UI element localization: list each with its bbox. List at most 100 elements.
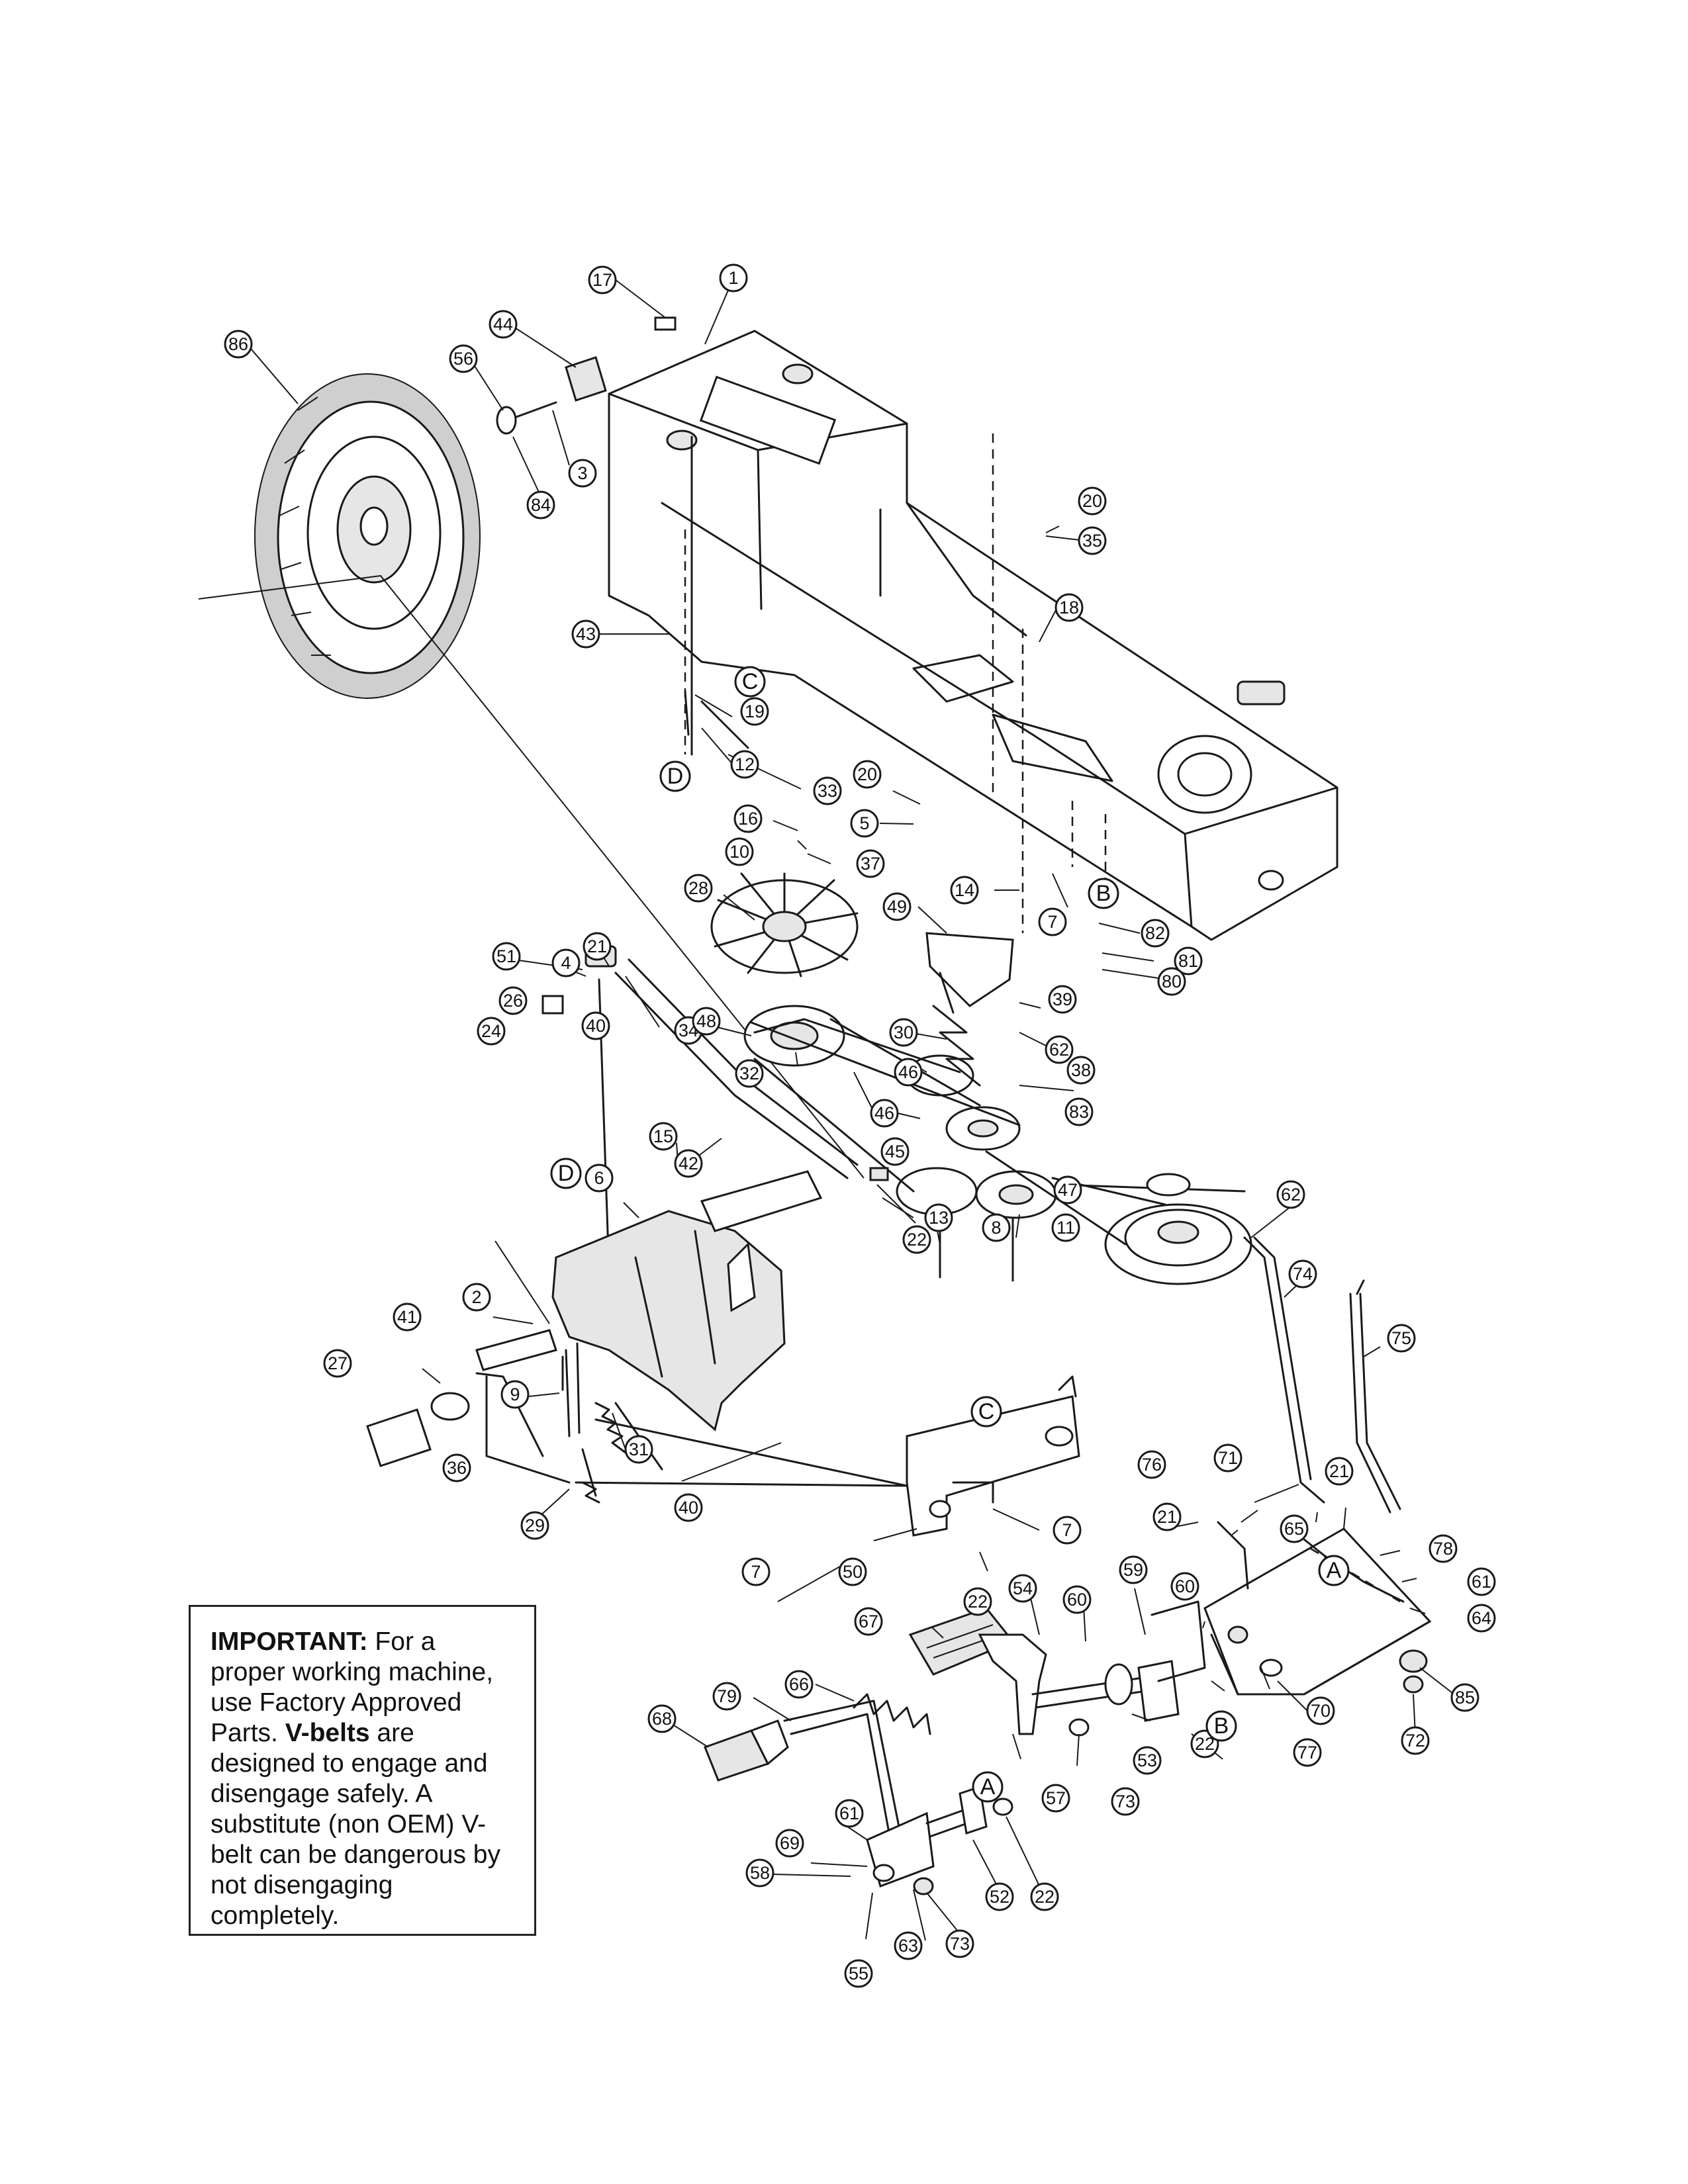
svg-text:18: 18 xyxy=(1059,598,1079,617)
svg-text:44: 44 xyxy=(493,314,513,334)
callout-51: 51 xyxy=(492,942,521,971)
callout-61-right: 61 xyxy=(1467,1567,1496,1596)
callout-71: 71 xyxy=(1213,1443,1243,1473)
callout-48: 48 xyxy=(692,1007,721,1036)
callout-60-right: 60 xyxy=(1170,1572,1199,1601)
callout-22-mid: 22 xyxy=(963,1587,992,1616)
transaxle xyxy=(366,1170,908,1504)
svg-text:36: 36 xyxy=(447,1458,467,1478)
callout-22-bottom: 22 xyxy=(1030,1882,1059,1911)
svg-text:86: 86 xyxy=(228,334,248,354)
callout-31: 31 xyxy=(624,1435,653,1464)
svg-text:40: 40 xyxy=(586,1016,606,1036)
svg-text:72: 72 xyxy=(1405,1731,1425,1751)
callout-36: 36 xyxy=(442,1453,471,1482)
callout-72: 72 xyxy=(1401,1726,1430,1755)
svg-text:61: 61 xyxy=(1472,1572,1491,1592)
callout-62-right: 62 xyxy=(1276,1180,1305,1209)
svg-text:85: 85 xyxy=(1455,1688,1475,1707)
svg-text:42: 42 xyxy=(679,1154,698,1173)
callout-35: 35 xyxy=(1078,526,1107,555)
svg-text:20: 20 xyxy=(857,764,877,784)
svg-text:C: C xyxy=(978,1399,995,1424)
callout-56: 56 xyxy=(449,344,478,373)
callout-12: 12 xyxy=(730,750,759,779)
callout-43: 43 xyxy=(571,619,600,649)
callout-37: 37 xyxy=(856,849,885,878)
callout-84: 84 xyxy=(526,490,555,520)
svg-text:51: 51 xyxy=(496,946,516,966)
svg-text:46: 46 xyxy=(898,1062,918,1082)
callout-19: 19 xyxy=(740,697,769,726)
callout-11: 11 xyxy=(1051,1213,1080,1242)
callout-22-top: 22 xyxy=(902,1225,931,1254)
callout-17: 17 xyxy=(588,265,617,295)
callout-21-top: 21 xyxy=(583,932,612,961)
svg-text:A: A xyxy=(1327,1558,1342,1583)
callout-10: 10 xyxy=(725,837,754,866)
svg-text:58: 58 xyxy=(750,1863,770,1883)
svg-text:21: 21 xyxy=(587,936,607,956)
callout-70: 70 xyxy=(1306,1696,1335,1725)
svg-text:60: 60 xyxy=(1067,1590,1087,1610)
callout-46-low: 46 xyxy=(870,1099,899,1128)
ref-d-top: D xyxy=(659,760,691,792)
svg-text:D: D xyxy=(558,1161,575,1186)
callout-3: 3 xyxy=(568,459,597,488)
ref-c-low: C xyxy=(970,1396,1002,1428)
svg-text:30: 30 xyxy=(894,1023,914,1042)
svg-text:40: 40 xyxy=(679,1498,698,1518)
ref-b-top: B xyxy=(1088,878,1119,909)
callout-78: 78 xyxy=(1429,1534,1458,1563)
svg-text:81: 81 xyxy=(1178,951,1198,971)
svg-text:76: 76 xyxy=(1142,1455,1162,1475)
callout-40-top: 40 xyxy=(581,1011,610,1040)
svg-text:62: 62 xyxy=(1049,1040,1069,1060)
svg-text:D: D xyxy=(667,764,684,789)
callout-82: 82 xyxy=(1141,919,1170,948)
callout-58: 58 xyxy=(745,1858,774,1888)
svg-text:73: 73 xyxy=(950,1934,970,1954)
svg-text:84: 84 xyxy=(531,495,551,515)
callout-20-mid: 20 xyxy=(853,760,882,789)
svg-text:71: 71 xyxy=(1218,1448,1238,1468)
svg-text:73: 73 xyxy=(1115,1792,1135,1811)
svg-text:22: 22 xyxy=(1035,1887,1055,1907)
svg-text:7: 7 xyxy=(1062,1520,1072,1540)
svg-text:59: 59 xyxy=(1123,1560,1143,1580)
callout-6: 6 xyxy=(585,1163,614,1193)
svg-text:B: B xyxy=(1096,881,1111,906)
callout-50: 50 xyxy=(838,1557,867,1586)
callout-33: 33 xyxy=(813,776,842,805)
callout-40-low: 40 xyxy=(674,1493,703,1522)
svg-text:70: 70 xyxy=(1311,1701,1331,1721)
callout-26: 26 xyxy=(498,986,528,1015)
callout-60-left: 60 xyxy=(1062,1585,1092,1614)
callout-38: 38 xyxy=(1066,1056,1096,1085)
callout-29: 29 xyxy=(520,1511,549,1540)
ref-d-low: D xyxy=(550,1158,582,1189)
svg-text:47: 47 xyxy=(1058,1180,1078,1200)
callout-67: 67 xyxy=(854,1607,883,1636)
callout-7-bottom: 7 xyxy=(741,1557,771,1586)
svg-text:54: 54 xyxy=(1013,1578,1033,1598)
callout-9: 9 xyxy=(500,1380,530,1409)
svg-text:41: 41 xyxy=(397,1307,417,1327)
svg-text:68: 68 xyxy=(652,1709,672,1729)
svg-text:19: 19 xyxy=(745,702,765,721)
notice-emphasis: V-belts xyxy=(285,1719,370,1747)
callout-66: 66 xyxy=(784,1670,814,1699)
svg-text:50: 50 xyxy=(843,1562,863,1582)
svg-text:33: 33 xyxy=(818,781,837,801)
svg-text:27: 27 xyxy=(328,1353,348,1373)
callout-16: 16 xyxy=(733,804,763,833)
svg-text:4: 4 xyxy=(561,953,571,973)
svg-text:21: 21 xyxy=(1329,1461,1349,1481)
callout-57: 57 xyxy=(1041,1784,1070,1813)
svg-text:1: 1 xyxy=(728,268,738,288)
svg-text:38: 38 xyxy=(1071,1060,1091,1080)
callout-61-low: 61 xyxy=(835,1799,864,1828)
svg-text:77: 77 xyxy=(1297,1743,1317,1762)
svg-text:8: 8 xyxy=(991,1218,1001,1238)
callout-73-right: 73 xyxy=(1111,1787,1140,1816)
